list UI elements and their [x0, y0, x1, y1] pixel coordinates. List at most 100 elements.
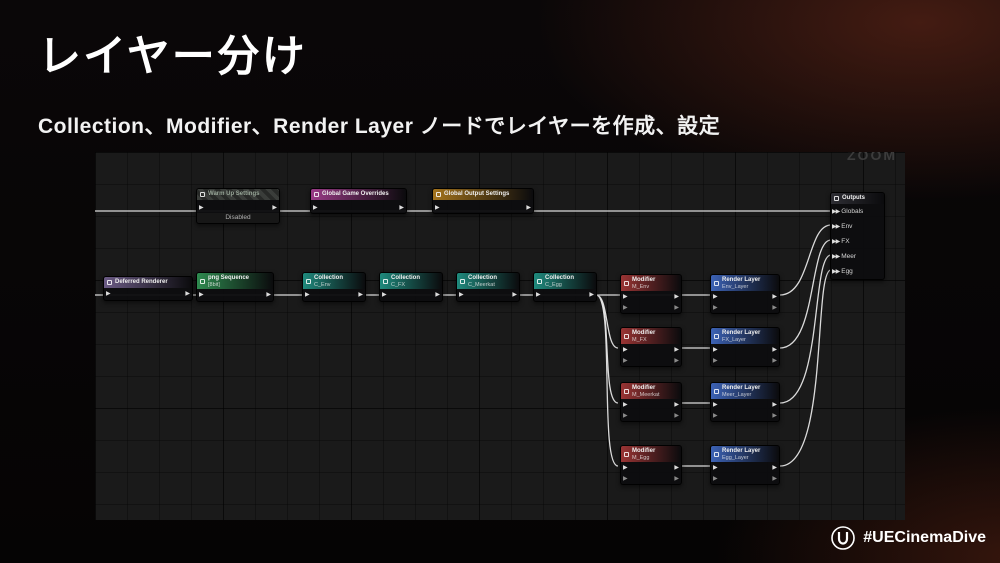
input-pin[interactable]: ▶: [623, 293, 628, 300]
input-pin[interactable]: ▶: [623, 401, 628, 408]
pin-row: ▶ ▶: [711, 344, 779, 355]
pin-row: ▶ ▶: [711, 473, 779, 484]
node-collection-c-egg[interactable]: Collection C_Egg ▶ ▶: [533, 272, 597, 302]
output-pin[interactable]: ▶: [272, 205, 277, 211]
input-pin[interactable]: ▶: [623, 412, 628, 419]
node-modifier-m-meerkat[interactable]: Modifier M_Meerkat ▶ ▶ ▶ ▶: [620, 382, 682, 422]
node-global-game-overrides[interactable]: Global Game Overrides ▶ ▶: [310, 188, 407, 214]
node-global-output-settings[interactable]: Global Output Settings ▶ ▶: [432, 188, 534, 214]
node-outputs[interactable]: Outputs ▶▶ Globals ▶▶ Env ▶▶ FX ▶▶ Meer …: [830, 192, 885, 280]
input-pin[interactable]: ▶▶: [832, 238, 840, 245]
output-pin-row: ▶▶ Meer: [831, 249, 884, 264]
output-pin[interactable]: ▶: [674, 401, 679, 408]
pin-row: ▶ ▶: [197, 200, 279, 213]
node-png-sequence[interactable]: png Sequence [8bit] ▶ ▶: [196, 272, 274, 302]
node-header: Render Layer Egg_Layer: [711, 446, 779, 462]
input-pin[interactable]: ▶: [382, 292, 387, 298]
node-header: Global Output Settings: [433, 189, 533, 200]
output-pin[interactable]: ▶: [772, 412, 777, 419]
output-pin[interactable]: ▶: [772, 293, 777, 300]
node-modifier-m-fx[interactable]: Modifier M_FX ▶ ▶ ▶ ▶: [620, 327, 682, 367]
node-modifier-m-egg[interactable]: Modifier M_Egg ▶ ▶ ▶ ▶: [620, 445, 682, 485]
output-pin[interactable]: ▶: [674, 464, 679, 471]
node-render-layer-env[interactable]: Render Layer Env_Layer ▶ ▶ ▶ ▶: [710, 274, 780, 314]
input-pin[interactable]: ▶▶: [832, 253, 840, 260]
input-pin[interactable]: ▶▶: [832, 223, 840, 230]
page-title: レイヤー分け: [38, 33, 307, 81]
node-header: Collection C_Env: [303, 273, 365, 289]
collection-icon: [537, 278, 542, 284]
input-pin[interactable]: ▶: [459, 292, 464, 298]
input-pin[interactable]: ▶: [623, 464, 628, 471]
output-pin[interactable]: ▶: [772, 475, 777, 482]
output-pin[interactable]: ▶: [674, 475, 679, 482]
output-pin[interactable]: ▶: [772, 401, 777, 408]
input-pin[interactable]: ▶: [623, 304, 628, 311]
input-pin[interactable]: ▶: [713, 346, 718, 353]
pin-row: ▶ ▶: [711, 302, 779, 313]
input-pin[interactable]: ▶: [713, 401, 718, 408]
input-pin[interactable]: ▶: [106, 291, 111, 297]
input-pin[interactable]: ▶: [435, 205, 440, 211]
subtitle: Collection、Modifier、Render Layer ノードでレイヤ…: [38, 115, 721, 138]
node-title: Modifier: [632, 384, 656, 391]
node-subtitle: M_Egg: [632, 454, 650, 461]
output-pin[interactable]: ▶: [674, 412, 679, 419]
input-pin[interactable]: ▶▶: [832, 268, 840, 275]
node-collection-c-meerkat[interactable]: Collection C_Meerkat ▶ ▶: [456, 272, 520, 302]
collection-icon: [306, 278, 311, 284]
output-pin[interactable]: ▶: [266, 292, 271, 298]
node-render-layer-egg[interactable]: Render Layer Egg_Layer ▶ ▶ ▶ ▶: [710, 445, 780, 485]
input-pin[interactable]: ▶: [623, 357, 628, 364]
input-pin[interactable]: ▶: [199, 292, 204, 298]
pin-row: ▶ ▶: [311, 200, 406, 213]
input-pin[interactable]: ▶: [623, 346, 628, 353]
node-collection-c-fx[interactable]: Collection C_FX ▶ ▶: [379, 272, 443, 302]
output-pin[interactable]: ▶: [674, 293, 679, 300]
output-pin[interactable]: ▶: [772, 304, 777, 311]
input-pin[interactable]: ▶: [713, 293, 718, 300]
node-render-layer-fx[interactable]: Render Layer FX_Layer ▶ ▶ ▶ ▶: [710, 327, 780, 367]
input-pin[interactable]: ▶: [713, 304, 718, 311]
gear-icon: [436, 192, 441, 197]
input-pin[interactable]: ▶: [713, 412, 718, 419]
output-pin[interactable]: ▶: [674, 346, 679, 353]
input-pin[interactable]: ▶: [305, 292, 310, 298]
output-pin[interactable]: ▶: [185, 291, 190, 297]
input-pin[interactable]: ▶: [199, 205, 204, 211]
pin-row: ▶ ▶: [711, 410, 779, 421]
input-pin[interactable]: ▶: [623, 475, 628, 482]
output-pin[interactable]: ▶: [399, 205, 404, 211]
node-subtitle: M_Env: [632, 283, 650, 290]
node-graph-canvas[interactable]: ZOOM Warm Up Settings ▶ ▶ D: [95, 152, 905, 520]
output-pin[interactable]: ▶: [589, 292, 594, 298]
gear-icon: [314, 192, 319, 197]
output-pin[interactable]: ▶: [526, 205, 531, 211]
input-pin[interactable]: ▶: [536, 292, 541, 298]
node-warm-up-settings[interactable]: Warm Up Settings ▶ ▶ Disabled: [196, 188, 280, 224]
node-collection-c-env[interactable]: Collection C_Env ▶ ▶: [302, 272, 366, 302]
collection-icon: [460, 278, 465, 284]
node-header: Outputs: [831, 193, 884, 204]
node-render-layer-meer[interactable]: Render Layer Meer_Layer ▶ ▶ ▶ ▶: [710, 382, 780, 422]
node-modifier-m-env[interactable]: Modifier M_Env ▶ ▶ ▶ ▶: [620, 274, 682, 314]
output-pin[interactable]: ▶: [772, 357, 777, 364]
output-pin[interactable]: ▶: [772, 346, 777, 353]
pin-label: Egg: [841, 268, 853, 275]
output-pin[interactable]: ▶: [772, 464, 777, 471]
node-title: Modifier: [632, 447, 656, 454]
pin-row: ▶ ▶: [433, 200, 533, 213]
pin-row: ▶ ▶: [711, 399, 779, 410]
layers-icon: [714, 280, 719, 286]
input-pin[interactable]: ▶: [713, 475, 718, 482]
output-pin[interactable]: ▶: [512, 292, 517, 298]
input-pin[interactable]: ▶: [313, 205, 318, 211]
output-pin[interactable]: ▶: [674, 304, 679, 311]
input-pin[interactable]: ▶: [713, 464, 718, 471]
input-pin[interactable]: ▶▶: [832, 208, 840, 215]
output-pin[interactable]: ▶: [358, 292, 363, 298]
output-pin[interactable]: ▶: [435, 292, 440, 298]
input-pin[interactable]: ▶: [713, 357, 718, 364]
output-pin[interactable]: ▶: [674, 357, 679, 364]
node-deferred-renderer[interactable]: Deferred Renderer ▶ ▶: [103, 276, 193, 301]
